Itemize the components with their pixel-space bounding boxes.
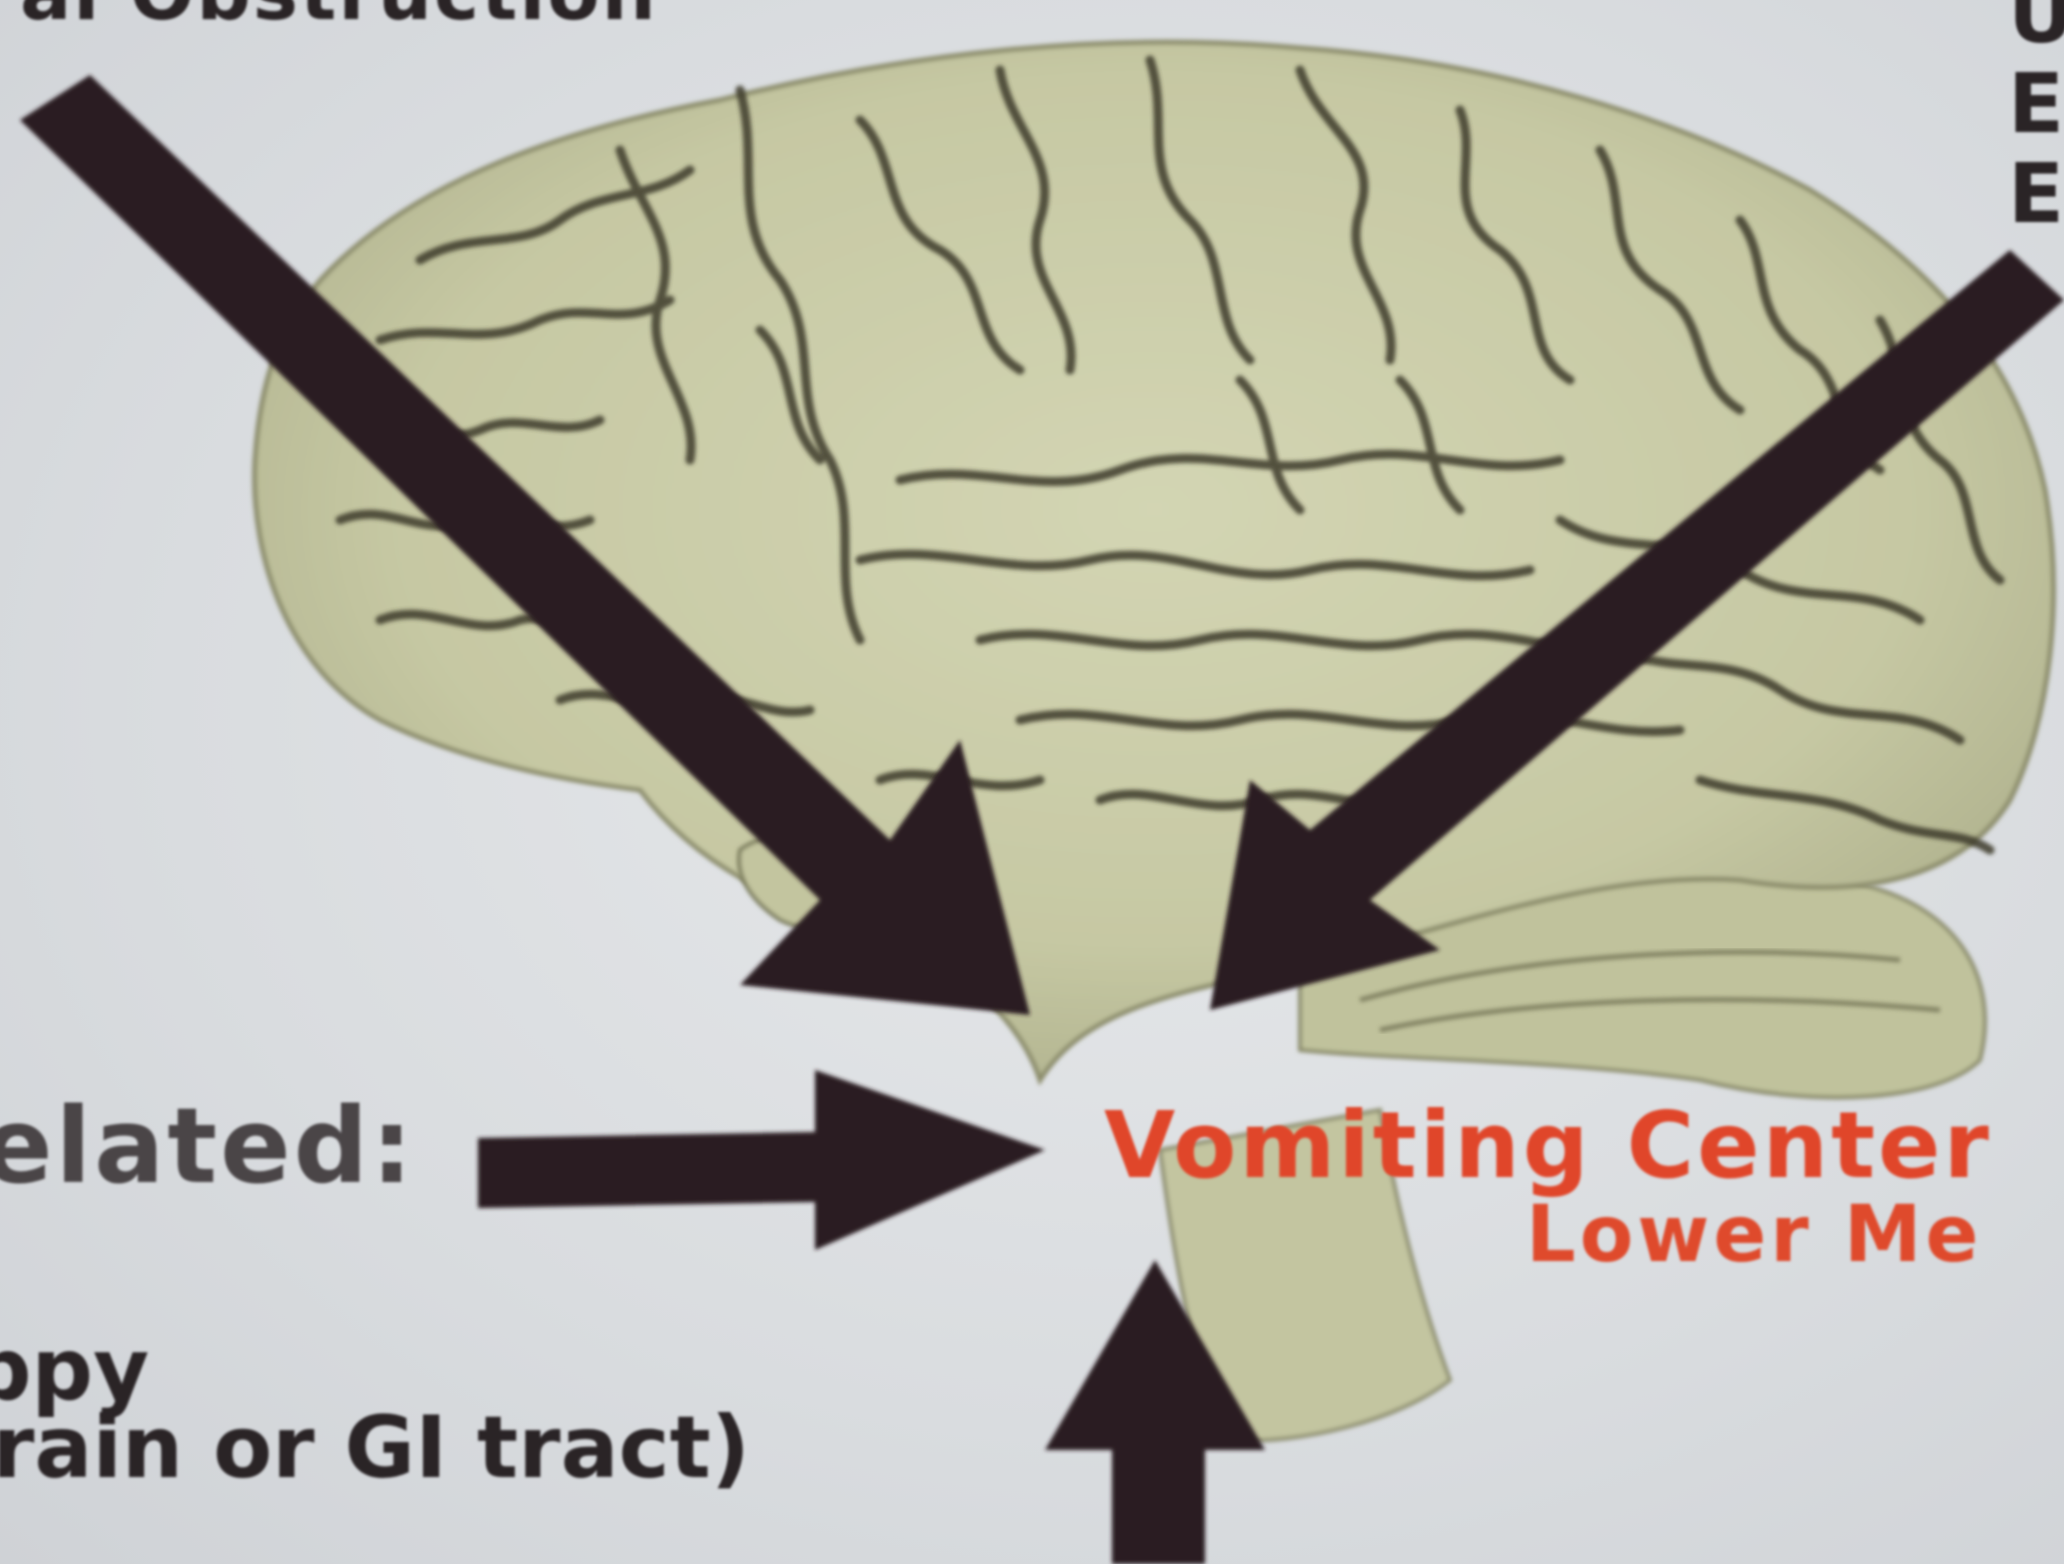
top-left-label: al Obstruction (20, 0, 658, 37)
vomiting-center-subtitle: Lower Me (1526, 1190, 1982, 1280)
right-column-labels: U E E (2008, 0, 2064, 240)
right-column-letter: U (2008, 0, 2064, 60)
right-column-letter: E (2008, 60, 2064, 150)
related-label: elated: (0, 1085, 416, 1207)
vomiting-center-title: Vomiting Center (1104, 1092, 1992, 1199)
right-column-letter: E (2008, 150, 2064, 240)
arrow-right-icon (478, 1070, 1045, 1250)
left-cause-line2: rain or GI tract) (0, 1398, 750, 1498)
